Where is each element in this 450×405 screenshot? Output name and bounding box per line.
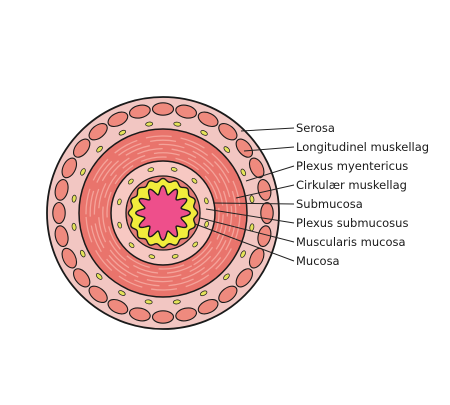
longitudinal-muscle-cell bbox=[257, 178, 272, 201]
longitudinal-muscle-cell bbox=[257, 225, 272, 248]
label-muscularis-mucosa: Muscularis mucosa bbox=[296, 235, 406, 249]
longitudinal-muscle-cell bbox=[151, 310, 175, 324]
circular-muscle-fibre bbox=[85, 135, 241, 291]
circular-muscle-fibre bbox=[97, 147, 229, 279]
longitudinal-muscle-cell bbox=[197, 298, 219, 315]
longitudinal-muscle-cell bbox=[54, 225, 69, 248]
plexus-submucosus-node bbox=[128, 242, 135, 249]
circular-muscle-fibre bbox=[102, 152, 224, 274]
label-circular-muscle: Cirkulær muskellag bbox=[296, 178, 407, 192]
plexus-myentericus-node bbox=[71, 222, 77, 231]
leader-plexus-myentericus bbox=[245, 165, 295, 182]
circular-muscle-fibres bbox=[85, 135, 241, 291]
longitudinal-muscle-cell bbox=[235, 268, 254, 288]
circular-muscle-fibre bbox=[106, 156, 220, 270]
longitudinal-muscle-cell bbox=[72, 138, 91, 158]
plexus-myentericus-node bbox=[223, 273, 230, 281]
plexus-myentericus-node bbox=[200, 130, 208, 136]
plexus-submucosus-node bbox=[204, 197, 209, 205]
longitudinal-muscle-cell bbox=[218, 122, 238, 141]
longitudinal-muscle-cell bbox=[88, 122, 108, 141]
longitudinal-muscle-cell bbox=[175, 307, 198, 322]
circular-muscle-fibre bbox=[89, 139, 237, 287]
leader-serosa bbox=[240, 127, 295, 132]
label-plexus-submucosus: Plexus submucosus bbox=[296, 216, 408, 230]
plexus-submucosus-node bbox=[204, 220, 209, 228]
plexus-submucosus-nodes bbox=[117, 167, 209, 259]
longitudinal-muscle-cell bbox=[260, 201, 274, 225]
longitudinal-muscle-cells bbox=[52, 102, 274, 324]
plexus-myentericus-node bbox=[95, 273, 103, 280]
cross-section bbox=[46, 96, 280, 330]
plexus-myentericus-node bbox=[144, 299, 153, 305]
plexus-myentericus-node bbox=[223, 146, 231, 153]
lumen bbox=[135, 185, 191, 241]
plexus-submucosus-node bbox=[117, 198, 122, 206]
leader-circular-muscle bbox=[235, 184, 295, 199]
plexus-myentericus-nodes bbox=[71, 121, 255, 305]
circular-muscle-fibre bbox=[93, 143, 233, 283]
leader-mucosa bbox=[194, 223, 295, 262]
label-plexus-myentericus: Plexus myentericus bbox=[296, 159, 408, 173]
plexus-myentericus-node bbox=[145, 121, 154, 127]
plexus-submucosus-node bbox=[117, 221, 122, 229]
plexus-myentericus-node bbox=[71, 194, 77, 203]
plexus-myentericus-node bbox=[118, 129, 127, 136]
leader-plexus-submucosus bbox=[205, 208, 295, 224]
leader-submucosa bbox=[212, 202, 295, 205]
labels: Serosa Longitudinel muskellag Plexus mye… bbox=[296, 121, 429, 268]
leader-lines bbox=[194, 127, 295, 262]
longitudinal-muscle-cell bbox=[248, 157, 265, 179]
plexus-submucosus-node bbox=[127, 178, 134, 185]
plexus-submucosus-node bbox=[147, 167, 155, 172]
longitudinal-muscle-cell bbox=[151, 102, 175, 116]
longitudinal-muscle-cell bbox=[175, 104, 198, 119]
plexus-myentericus-node bbox=[249, 195, 255, 204]
plexus-myentericus-node bbox=[79, 249, 86, 258]
longitudinal-muscle-cell bbox=[235, 138, 254, 158]
plexus-submucosus-node bbox=[191, 177, 198, 184]
longitudinal-muscle-cell bbox=[128, 104, 151, 119]
leader-muscularis-mucosa bbox=[199, 217, 295, 243]
longitudinal-muscle-cell bbox=[52, 201, 66, 225]
longitudinal-muscle-cell bbox=[107, 298, 129, 315]
plexus-myentericus-node bbox=[173, 121, 182, 127]
longitudinal-muscle-cell bbox=[197, 111, 219, 128]
longitudinal-muscle-cell bbox=[218, 285, 238, 304]
longitudinal-muscle-cell bbox=[128, 307, 151, 322]
label-mucosa: Mucosa bbox=[296, 254, 340, 268]
leader-longitudinal-muscle bbox=[243, 146, 295, 152]
plexus-myentericus-node bbox=[240, 250, 246, 258]
label-longitudinal-muscle: Longitudinel muskellag bbox=[296, 140, 429, 154]
longitudinal-muscle-cell bbox=[72, 268, 91, 288]
plexus-myentericus-node bbox=[118, 290, 126, 296]
plexus-myentericus-node bbox=[199, 290, 208, 297]
plexus-submucosus-node bbox=[148, 254, 156, 259]
longitudinal-muscle-cell bbox=[88, 285, 108, 304]
plexus-submucosus-node bbox=[171, 254, 179, 259]
plexus-myentericus-node bbox=[80, 168, 86, 176]
plexus-submucosus-node bbox=[192, 241, 199, 248]
longitudinal-muscle-cell bbox=[54, 178, 69, 201]
plexus-myentericus-node bbox=[172, 299, 181, 305]
longitudinal-muscle-cell bbox=[61, 247, 78, 269]
label-submucosa: Submucosa bbox=[296, 197, 363, 211]
label-serosa: Serosa bbox=[296, 121, 335, 135]
longitudinal-muscle-cell bbox=[61, 157, 78, 179]
plexus-myentericus-node bbox=[96, 145, 103, 153]
plexus-myentericus-node bbox=[240, 168, 247, 177]
plexus-submucosus-node bbox=[170, 167, 178, 172]
longitudinal-muscle-cell bbox=[107, 111, 129, 128]
